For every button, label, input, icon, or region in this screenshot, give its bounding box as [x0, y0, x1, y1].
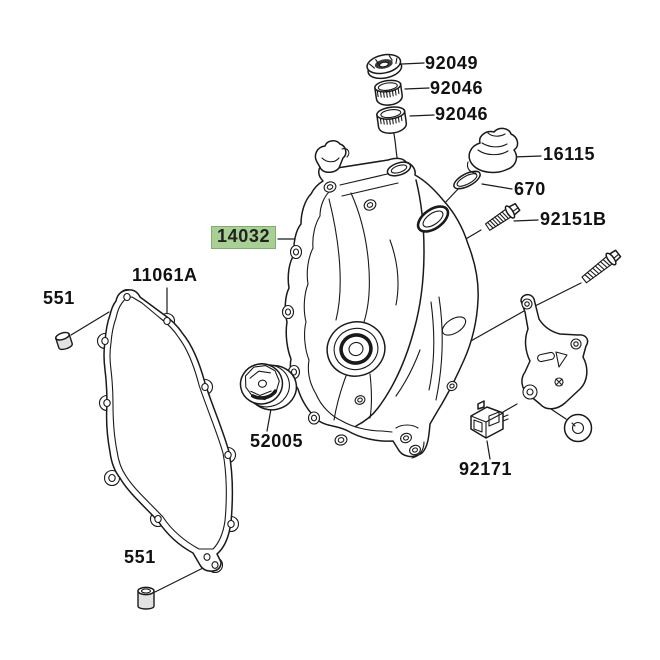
grommet-drawing	[563, 413, 593, 443]
part-label-o-ring: 670	[514, 179, 546, 199]
bolt-lower-drawing	[581, 249, 622, 284]
part-label-dowel-lower: 551	[124, 547, 156, 567]
dowel-upper-drawing	[54, 331, 73, 351]
o-ring-drawing	[453, 170, 481, 190]
part-label-bushing-upper: 92046	[430, 78, 484, 98]
leader-lines	[70, 62, 582, 593]
part-label-flange-bolt: 92151B	[540, 209, 607, 229]
part-label-plug: 52005	[250, 431, 304, 451]
clutch-cover-drawing	[281, 140, 479, 459]
gasket-holes	[101, 292, 235, 569]
part-label-cover-gasket: 11061A	[132, 265, 198, 285]
bracket-drawing	[520, 293, 589, 410]
bushing-upper-drawing	[374, 79, 403, 106]
oil-filler-cap-drawing	[466, 127, 519, 174]
dowel-lower-drawing	[137, 586, 155, 610]
part-label-bushing-lower: 92046	[435, 104, 489, 124]
part-label-clutch-cover-highlighted: 14032	[211, 226, 277, 249]
cover-bolt-holes	[281, 181, 458, 456]
oil-seal-drawing	[366, 53, 403, 80]
bushing-lower-drawing	[376, 106, 408, 134]
gasket-drawing	[96, 288, 240, 574]
bolt-upper-drawing	[484, 202, 521, 231]
part-label-oil-filler-cap: 16115	[543, 144, 596, 164]
part-label-switch: 92171	[459, 459, 513, 479]
plug-drawing	[239, 363, 298, 411]
switch-drawing	[470, 400, 509, 439]
part-label-oil-seal: 92049	[425, 53, 479, 73]
part-label-dowel-upper: 551	[43, 288, 75, 308]
